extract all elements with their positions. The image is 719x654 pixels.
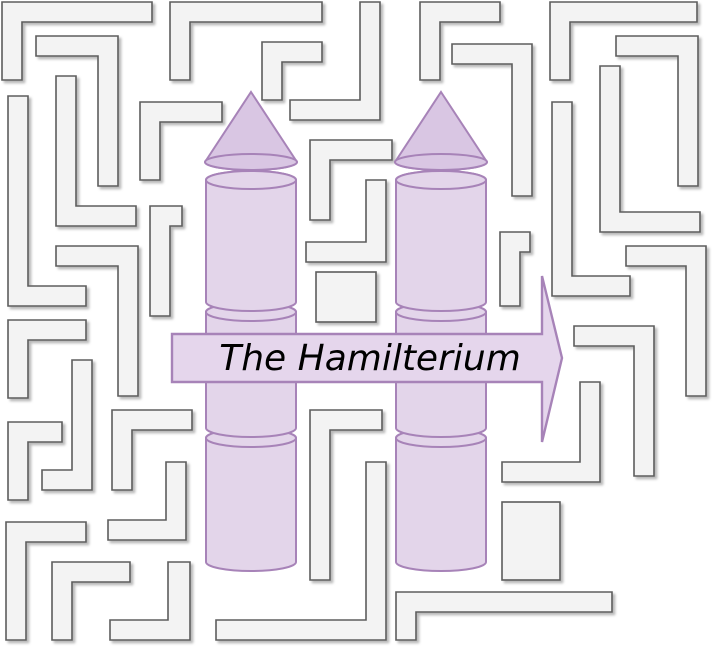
maze-wall [451, 43, 533, 197]
pillar-1 [203, 90, 299, 572]
maze-wall [395, 591, 613, 641]
pillar-segment [205, 428, 297, 572]
maze-wall [625, 245, 707, 397]
maze-wall [55, 245, 139, 397]
maze-wall [109, 561, 191, 641]
maze-wall [51, 561, 131, 641]
maze-wall [289, 1, 381, 121]
maze-wall [149, 205, 183, 317]
maze-wall [111, 409, 193, 491]
maze-background [1, 1, 707, 641]
maze-block [315, 271, 377, 323]
maze-wall [261, 41, 323, 101]
maze-wall [107, 461, 187, 541]
pillar-cone-base [204, 153, 298, 171]
arrow-shape [170, 275, 564, 443]
pillar-segment [205, 170, 297, 312]
maze-wall [7, 95, 87, 307]
maze-wall [599, 65, 701, 233]
maze-wall [55, 75, 137, 227]
maze-wall [1, 1, 153, 81]
pillar-segment-top [205, 170, 297, 190]
maze-wall [549, 1, 698, 81]
maze-wall [215, 461, 387, 641]
maze-wall [419, 1, 501, 81]
maze-wall [309, 139, 393, 221]
pillar-segment [395, 170, 487, 312]
maze-wall [501, 381, 601, 483]
maze-wall [139, 101, 223, 181]
pillar-cone-base [394, 153, 488, 171]
maze-wall [7, 319, 87, 399]
maze-wall [7, 421, 63, 501]
maze-wall [309, 409, 383, 581]
maze-wall [499, 231, 531, 307]
pillar-2 [393, 90, 489, 572]
title-label: The Hamilterium [219, 338, 521, 379]
maze-wall [573, 325, 655, 477]
maze-block [501, 501, 561, 581]
maze-wall [5, 521, 87, 641]
maze-wall [305, 179, 387, 263]
maze-wall [551, 101, 631, 297]
pillar-segment-top [395, 170, 487, 190]
maze-wall [35, 35, 119, 187]
pillars [203, 90, 489, 572]
pillar-segment [395, 428, 487, 572]
maze-wall [41, 359, 93, 491]
maze-wall [615, 35, 699, 187]
title-arrow: The Hamilterium [170, 275, 564, 443]
maze-wall [169, 1, 323, 81]
